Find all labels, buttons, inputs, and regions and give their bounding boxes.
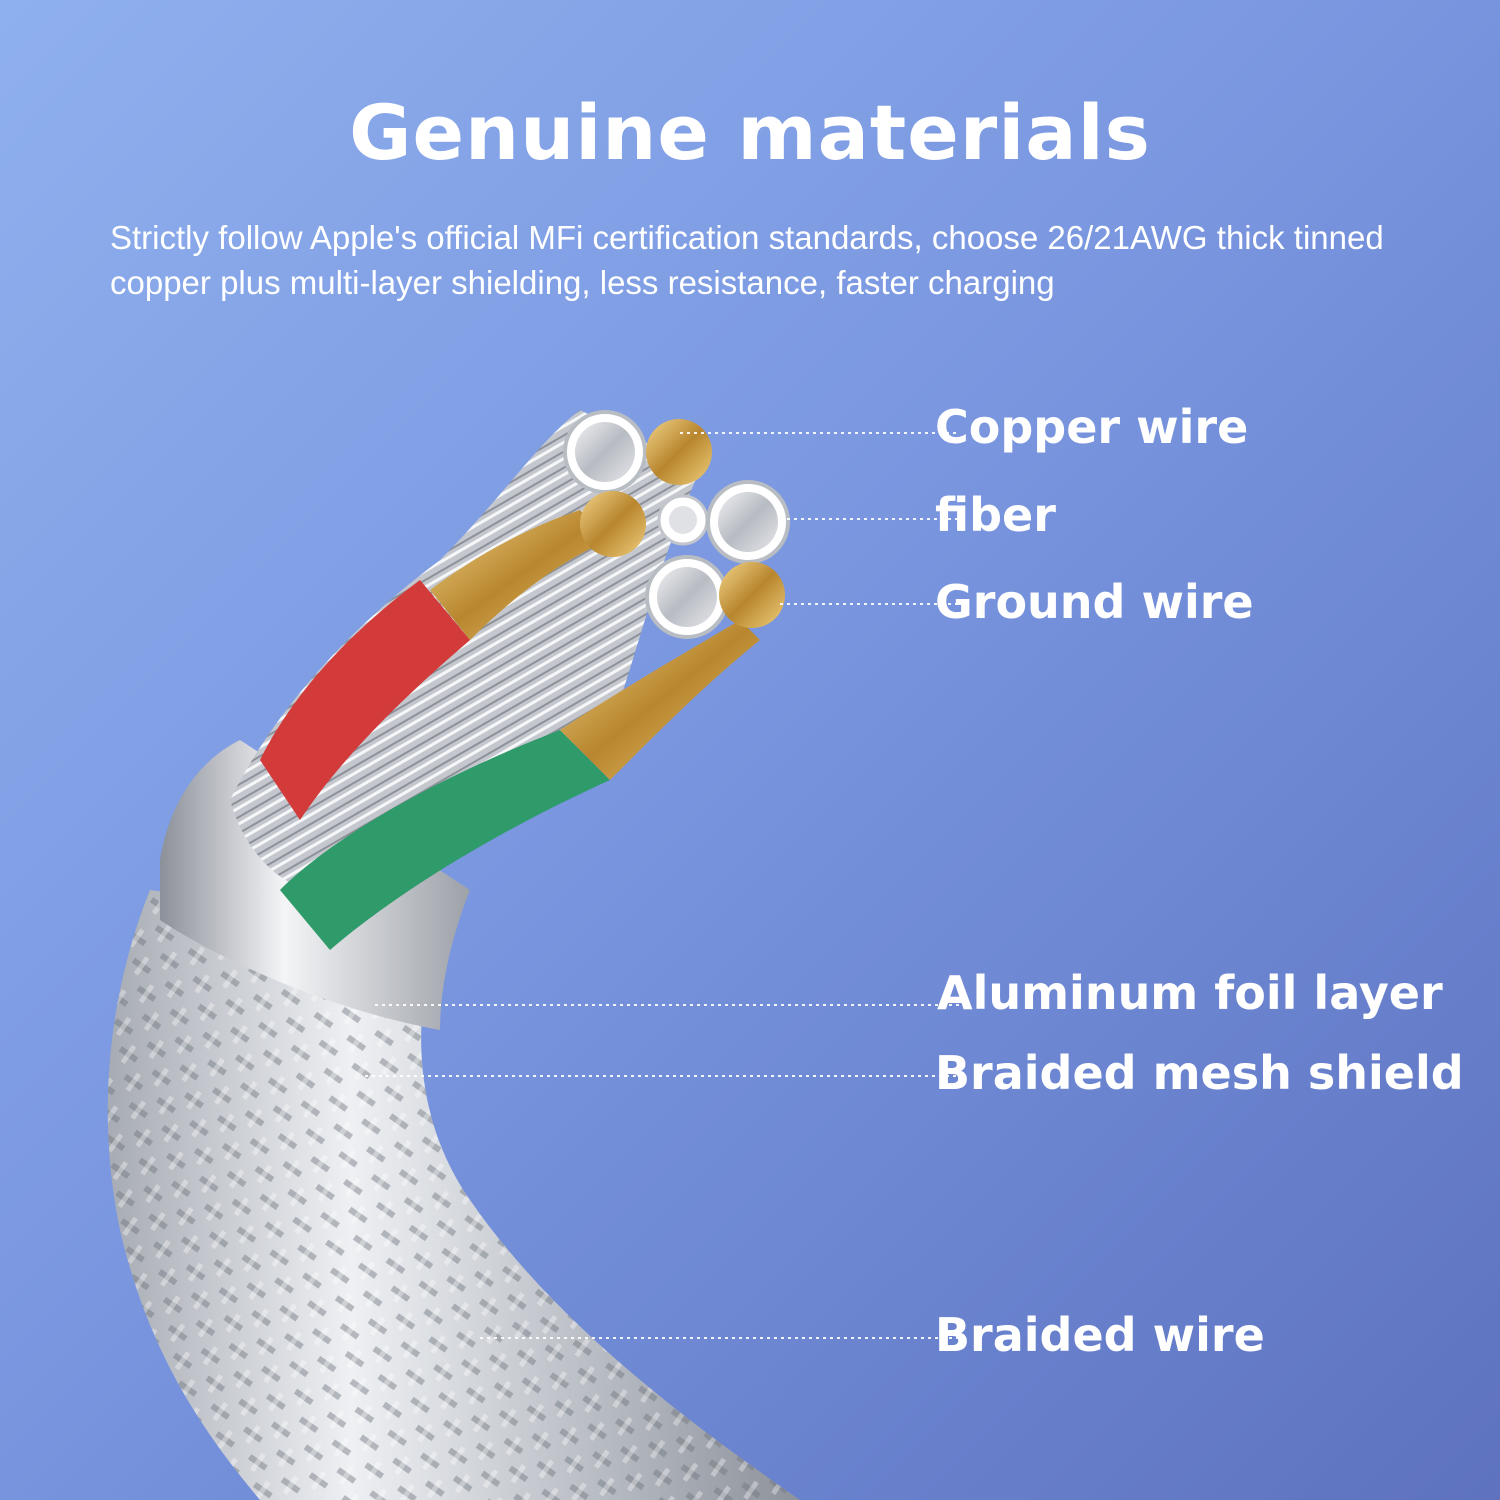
label-braided-wire: Braided wire bbox=[935, 1308, 1265, 1362]
red-insulated-conductor bbox=[260, 580, 470, 820]
copper-strand-bundle-bottom bbox=[719, 562, 785, 628]
green-insulated-conductor bbox=[280, 730, 610, 950]
label-braided-mesh-shield: Braided mesh shield bbox=[935, 1046, 1464, 1100]
label-aluminum-foil-layer: Aluminum foil layer bbox=[937, 966, 1443, 1020]
copper-strand-bundle-left bbox=[580, 491, 646, 557]
silver-strand-bundle-bottom bbox=[645, 555, 729, 639]
silver-strand-bundle-top bbox=[563, 410, 647, 494]
fiber-bundle-center bbox=[657, 494, 709, 546]
label-ground-wire: Ground wire bbox=[935, 575, 1254, 629]
silver-strand-bundle-right bbox=[706, 480, 790, 564]
page-title: Genuine materials bbox=[349, 88, 1151, 177]
page-subtitle: Strictly follow Apple's official MFi cer… bbox=[110, 219, 1384, 301]
copper-strand-bundle-top bbox=[646, 419, 712, 485]
label-copper-wire: Copper wire bbox=[935, 400, 1249, 454]
label-fiber: fiber bbox=[935, 488, 1056, 542]
